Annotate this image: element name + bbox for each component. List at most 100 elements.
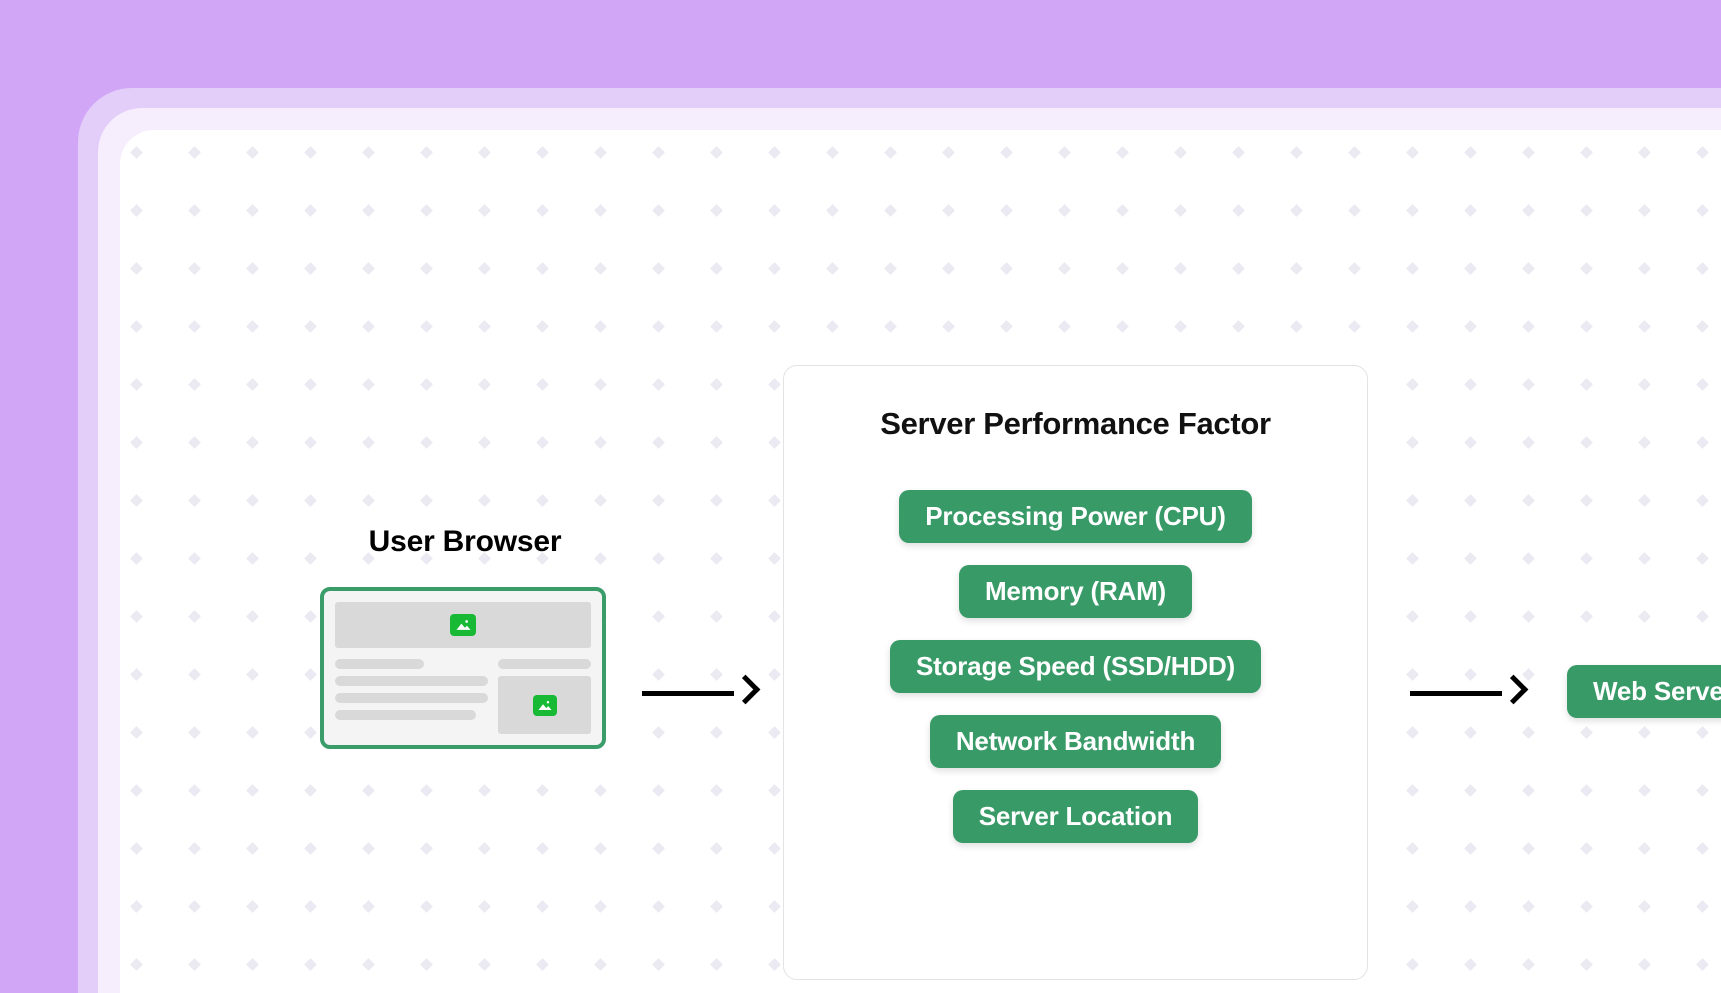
dot-marker [1116,204,1129,217]
dot-marker [1348,320,1361,333]
dot-marker [1522,436,1535,449]
dot-marker [188,842,201,855]
dot-marker [768,204,781,217]
dot-marker [1232,146,1245,159]
image-icon [532,694,557,716]
dot-marker [1696,146,1709,159]
placeholder-bar [498,659,591,669]
factor-pill-network[interactable]: Network Bandwidth [929,715,1222,768]
dot-marker [1580,494,1593,507]
dot-marker [652,958,665,971]
dot-marker [188,784,201,797]
dot-marker [1406,320,1419,333]
dot-marker [130,552,143,565]
dot-marker [710,436,723,449]
dot-marker [1116,262,1129,275]
dot-marker [1522,610,1535,623]
dot-marker [768,668,781,681]
dot-marker [884,146,897,159]
dot-marker [1580,204,1593,217]
dot-marker [1348,204,1361,217]
dot-marker [884,320,897,333]
dot-marker [1580,262,1593,275]
dot-marker [1522,320,1535,333]
dot-marker [130,378,143,391]
dot-marker [1638,842,1651,855]
dot-marker [304,146,317,159]
dot-marker [1580,436,1593,449]
dot-marker [362,204,375,217]
dot-marker [478,900,491,913]
user-browser-title: User Browser [368,525,562,558]
factor-list: Processing Power (CPU) Memory (RAM) Stor… [784,490,1367,843]
dot-marker [188,958,201,971]
dot-marker [652,494,665,507]
dot-marker [1638,784,1651,797]
dot-marker [710,378,723,391]
user-browser-node: User Browser [320,525,610,749]
dot-marker [246,204,259,217]
dot-marker [1290,204,1303,217]
dot-marker [1174,320,1187,333]
dot-marker [1348,262,1361,275]
dot-marker [710,726,723,739]
dot-marker [304,436,317,449]
dot-marker [1464,146,1477,159]
factor-pill-storage[interactable]: Storage Speed (SSD/HDD) [889,640,1261,693]
dot-marker [188,726,201,739]
dot-marker [304,726,317,739]
dot-marker [304,320,317,333]
dot-marker [362,958,375,971]
arrow-head-icon [1498,674,1529,705]
dot-marker [362,900,375,913]
dot-marker [246,320,259,333]
dot-marker [942,262,955,275]
dot-marker [942,146,955,159]
dot-marker [304,958,317,971]
dot-marker [1406,378,1419,391]
dot-marker [652,784,665,797]
dot-marker [130,146,143,159]
dot-marker [710,262,723,275]
dot-marker [1406,262,1419,275]
factor-pill-location[interactable]: Server Location [952,790,1199,843]
dot-marker [1580,378,1593,391]
dot-marker [246,668,259,681]
dot-marker [478,842,491,855]
dot-marker [1290,146,1303,159]
dot-marker [130,610,143,623]
dot-marker [536,378,549,391]
browser-media-column [498,657,591,734]
dot-marker [1000,262,1013,275]
dot-marker [652,842,665,855]
dot-marker [536,900,549,913]
dot-marker [536,146,549,159]
dot-marker [1464,262,1477,275]
dot-marker [1406,958,1419,971]
factor-pill-cpu[interactable]: Processing Power (CPU) [899,490,1252,543]
dot-marker [420,320,433,333]
dot-marker [594,494,607,507]
web-server-node[interactable]: Web Server [1567,665,1721,718]
dot-marker [478,494,491,507]
dot-marker [362,494,375,507]
dot-marker [1522,552,1535,565]
dot-marker [1696,784,1709,797]
arrow-shaft [1410,691,1502,696]
dot-marker [1464,552,1477,565]
dot-marker [1232,204,1245,217]
dot-marker [246,726,259,739]
dot-marker [188,436,201,449]
dot-marker [130,726,143,739]
dot-marker [478,784,491,797]
dot-marker [1638,494,1651,507]
dot-marker [1522,784,1535,797]
dot-marker [1696,842,1709,855]
dot-marker [1638,146,1651,159]
dot-marker [304,842,317,855]
factor-pill-memory[interactable]: Memory (RAM) [958,565,1193,618]
dot-marker [1580,842,1593,855]
image-icon [450,614,476,636]
dot-marker [1580,726,1593,739]
dot-marker [1232,262,1245,275]
